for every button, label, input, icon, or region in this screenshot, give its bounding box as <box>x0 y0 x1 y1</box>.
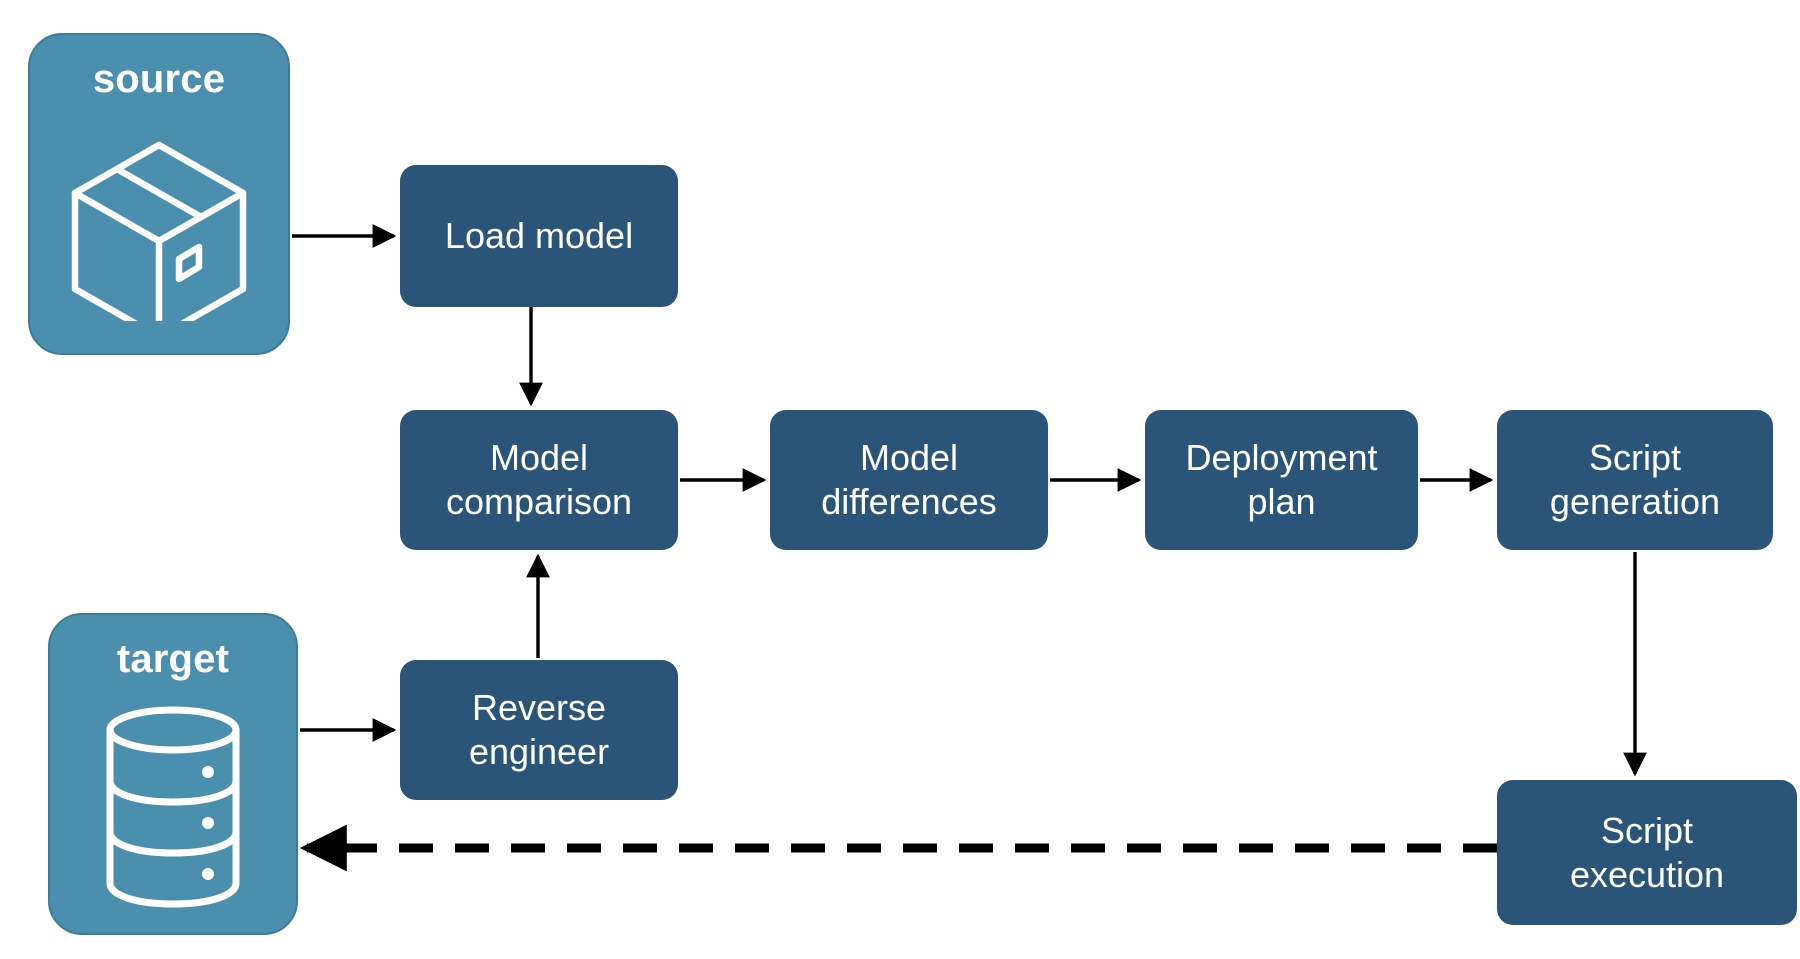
endpoint-source[interactable]: source <box>28 33 290 355</box>
process-deployment-plan[interactable]: Deployment plan <box>1145 410 1418 550</box>
endpoint-target-label: target <box>116 637 230 681</box>
endpoint-source-label: source <box>92 57 226 101</box>
process-reverse-engineer[interactable]: Reverse engineer <box>400 660 678 800</box>
database-cylinder-icon <box>50 679 296 933</box>
package-box-icon <box>30 99 288 353</box>
process-load-model[interactable]: Load model <box>400 165 678 307</box>
endpoint-target[interactable]: target <box>48 613 298 935</box>
process-script-execution[interactable]: Script execution <box>1497 780 1797 925</box>
process-script-generation[interactable]: Script generation <box>1497 410 1773 550</box>
process-model-comparison[interactable]: Model comparison <box>400 410 678 550</box>
process-model-differences[interactable]: Model differences <box>770 410 1048 550</box>
